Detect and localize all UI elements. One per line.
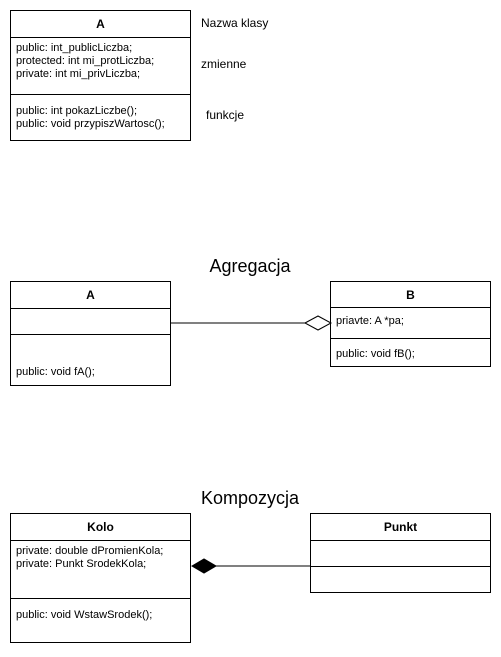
- class-a-attributes: public: int_publicLiczba; protected: int…: [11, 38, 190, 95]
- composition-class-kolo-attributes: private: double dPromienKola; private: P…: [11, 541, 190, 599]
- composition-class-kolo-attribute: private: Punkt SrodekKola;: [16, 558, 147, 570]
- class-a-attribute: public: int_publicLiczba;: [16, 42, 133, 54]
- aggregation-class-b-methods: public: void fB();: [331, 339, 490, 361]
- class-a-attribute: private: int mi_privLiczba;: [16, 68, 141, 80]
- class-a-box: A public: int_publicLiczba; protected: i…: [10, 10, 191, 141]
- composition-class-kolo-methods: public: void WstawSrodek();: [11, 599, 190, 622]
- aggregation-class-b-method: public: void fB();: [336, 348, 415, 360]
- aggregation-diamond-icon: [303, 315, 333, 331]
- aggregation-class-b: B priavte: A *pa; public: void fB();: [330, 281, 491, 367]
- class-a-name: A: [11, 11, 190, 38]
- aggregation-class-b-name: B: [331, 282, 490, 308]
- composition-class-kolo-name: Kolo: [11, 514, 190, 541]
- composition-class-punkt: Punkt: [310, 513, 491, 593]
- class-a-method: public: void przypiszWartosc();: [16, 118, 165, 130]
- aggregation-class-b-attribute: priavte: A *pa;: [336, 315, 404, 327]
- class-a-method: public: int pokazLiczbe();: [16, 105, 138, 117]
- aggregation-class-a-methods: public: void fA();: [11, 335, 170, 379]
- note-methods: funkcje: [206, 108, 245, 122]
- composition-class-kolo: Kolo private: double dPromienKola; priva…: [10, 513, 191, 643]
- composition-diamond-icon: [191, 558, 217, 574]
- note-attributes: zmienne: [201, 57, 247, 71]
- composition-class-kolo-attribute: private: double dPromienKola;: [16, 545, 164, 557]
- composition-class-punkt-methods: [311, 567, 490, 571]
- aggregation-class-a-name: A: [11, 282, 170, 309]
- class-a-methods: public: int pokazLiczbe(); public: void …: [11, 95, 190, 131]
- composition-class-punkt-name: Punkt: [311, 514, 490, 541]
- note-class-name: Nazwa klasy: [201, 16, 269, 30]
- composition-title: Kompozycja: [200, 488, 300, 508]
- composition-class-kolo-method: public: void WstawSrodek();: [16, 609, 153, 621]
- aggregation-class-b-attributes: priavte: A *pa;: [331, 308, 490, 339]
- class-a-attribute: protected: int mi_protLiczba;: [16, 55, 155, 67]
- aggregation-class-a-method: public: void fA();: [16, 366, 95, 378]
- aggregation-title: Agregacja: [209, 256, 291, 276]
- aggregation-class-a-attributes: [11, 309, 170, 335]
- composition-class-punkt-attributes: [311, 541, 490, 567]
- aggregation-class-a: A public: void fA();: [10, 281, 171, 386]
